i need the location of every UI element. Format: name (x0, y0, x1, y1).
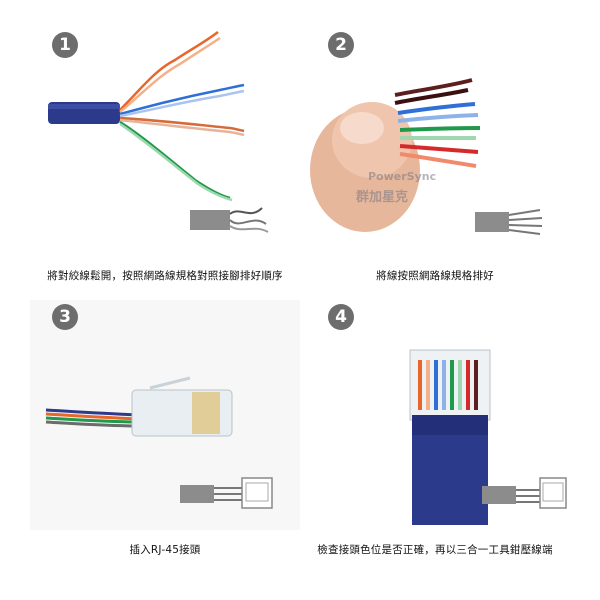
step-3-caption: 插入RJ-45接頭 (129, 544, 201, 556)
step-2-photo (300, 20, 570, 250)
step-number-badge: 4 (328, 304, 354, 330)
step-number-badge: 1 (52, 32, 78, 58)
step-2-panel: 2 PowerSync 群加星克 將線按照網路線規格排好 (300, 20, 570, 290)
watermark-brand: PowerSync (368, 170, 437, 183)
step-3-panel: 3 插入RJ-45接頭 (30, 300, 300, 570)
step-number-badge: 2 (328, 32, 354, 58)
step-3-photo (30, 300, 300, 530)
step-1-caption: 將對絞線鬆開，按照網路線規格對照接腳排好順序 (47, 270, 283, 282)
step-2-caption: 將線按照網路線規格排好 (376, 270, 494, 282)
step-number-badge: 3 (52, 304, 78, 330)
step-4-panel: 4 檢查接頭色位是否正確，再以三合一工具鉗壓線端 (300, 300, 570, 570)
step-1-photo (30, 20, 300, 250)
watermark-brand-cn: 群加星克 (356, 190, 409, 205)
step-4-photo (300, 300, 570, 530)
step-4-caption: 檢查接頭色位是否正確，再以三合一工具鉗壓線端 (317, 544, 553, 556)
step-1-panel: 1 將對絞線鬆開，按照網路線規格對照接腳排好順序 (30, 20, 300, 290)
